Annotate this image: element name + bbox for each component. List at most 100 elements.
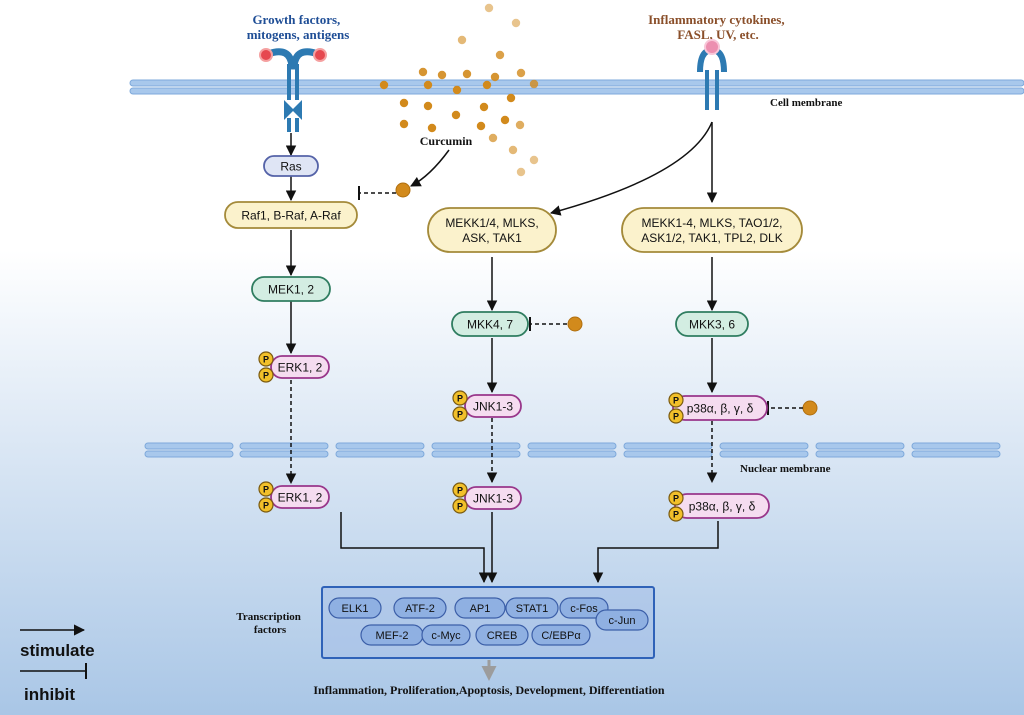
phosphate-icon: P <box>452 390 468 406</box>
curcumin-particle <box>437 70 447 80</box>
curcumin-particle-icon <box>379 3 818 416</box>
p38-nuc-node: p38α, β, γ, δ <box>674 493 770 519</box>
phosphate-label: P <box>263 501 269 511</box>
p38-nuc-node-shape <box>674 493 770 519</box>
phosphate-icon: P <box>258 481 274 497</box>
tf-pill: c-Myc <box>421 624 471 646</box>
jnk-cyto-node: JNK1-3 <box>464 394 522 418</box>
legend-stimulate-label: stimulate <box>20 641 95 660</box>
erk-nuc-node-label: ERK1, 2 <box>278 490 323 504</box>
tf-pill: c-Fos <box>559 597 609 619</box>
curcumin-particle <box>511 18 521 28</box>
mekk-p38-node: MEKK1-4, MLKS, TAO1/2,ASK1/2, TAK1, TPL2… <box>621 207 803 253</box>
phosphate-label: P <box>457 394 463 404</box>
growth-factors-line-2: mitogens, antigens <box>247 27 350 42</box>
phosphate-icon: P <box>452 498 468 514</box>
arrow <box>549 121 713 216</box>
jnk-nuc-node-shape <box>464 486 522 510</box>
p38-cyto-node: p38α, β, γ, δ <box>672 395 768 421</box>
phosphate-icon: P <box>668 392 684 408</box>
tf-pill-shape <box>559 597 609 619</box>
tf-pill-shape <box>454 597 506 619</box>
curcumin-particle <box>529 155 539 165</box>
phosphate-label: P <box>263 485 269 495</box>
nuclear-membrane-segment <box>431 442 521 450</box>
erk-nuc-node: ERK1, 2 <box>270 485 330 509</box>
nuclear-membrane-segment <box>815 442 905 450</box>
nuclear-membrane <box>144 442 1001 458</box>
jnk-nuc-node: JNK1-3 <box>464 486 522 510</box>
raf-node-shape <box>224 201 358 229</box>
mekk-jnk-node: MEKK1/4, MLKS,ASK, TAK1 <box>427 207 557 253</box>
tf-pill: c-Jun <box>595 609 649 631</box>
erk-cyto-node-label: ERK1, 2 <box>278 360 323 374</box>
erk-cyto-node: ERK1, 2 <box>270 355 330 379</box>
mekk-jnk-node-label: ASK, TAK1 <box>462 231 522 245</box>
phosphate-label: P <box>673 412 679 422</box>
growth-factors-label: Growth factors, mitogens, antigens <box>247 12 350 42</box>
nuclear-membrane-segment <box>335 442 425 450</box>
erk-cyto-node-shape <box>270 355 330 379</box>
mek12-node-shape <box>251 276 331 302</box>
tf-pill-shape <box>505 597 559 619</box>
p38-cyto-node-label: p38α, β, γ, δ <box>687 401 754 415</box>
jnk-nuc-node-label: JNK1-3 <box>473 491 513 505</box>
curcumin-particle <box>452 85 462 95</box>
phosphate-circle <box>668 506 684 522</box>
receptor-icon <box>259 48 327 132</box>
tf-pill: ELK1 <box>328 597 382 619</box>
erk-nuc-node-shape <box>270 485 330 509</box>
curcumin-particle <box>484 3 494 13</box>
phosphate-icon: P <box>668 506 684 522</box>
phosphate-label: P <box>673 396 679 406</box>
nuclear-membrane-segment <box>335 450 425 458</box>
tf-pill-label: ATF-2 <box>405 603 435 615</box>
mekk-p38-node-shape <box>621 207 803 253</box>
phosphate-circle <box>258 351 274 367</box>
p38-nuc-node-label: p38α, β, γ, δ <box>689 499 756 513</box>
curcumin-particle <box>451 110 461 120</box>
mkk47-node: MKK4, 7 <box>451 311 529 337</box>
phosphate-circle <box>258 367 274 383</box>
curcumin-molecule <box>395 182 411 198</box>
inflammatory-line-1: Inflammatory cytokines, <box>648 12 785 27</box>
growth-factors-line-1: Growth factors, <box>252 12 340 27</box>
tf-pill-shape <box>328 597 382 619</box>
tf-pill-shape <box>393 597 447 619</box>
phosphate-circle <box>668 392 684 408</box>
p38-cyto-node-shape <box>672 395 768 421</box>
phosphate-icon: P <box>258 497 274 513</box>
nuclear-membrane-segment <box>239 450 329 458</box>
curcumin-particle <box>508 145 518 155</box>
tf-pill-label: STAT1 <box>516 603 549 615</box>
phosphate-icon: P <box>668 490 684 506</box>
nuclear-membrane-segment <box>719 442 809 450</box>
curcumin-particle <box>462 69 472 79</box>
phosphate-icon: P <box>258 351 274 367</box>
curcumin-molecule <box>567 316 583 332</box>
legend-inhibit-label: inhibit <box>24 685 75 704</box>
pathway-arrows <box>285 121 803 681</box>
mkk36-node: MKK3, 6 <box>675 311 749 337</box>
phosphate-icon: P <box>668 408 684 424</box>
curcumin-particle <box>515 120 525 130</box>
phosphate-circle <box>668 490 684 506</box>
curcumin-particle <box>488 133 498 143</box>
tf-label-line-2: factors <box>254 624 287 636</box>
tf-pill-label: MEF-2 <box>376 630 409 642</box>
curcumin-particle <box>457 35 467 45</box>
phosphate-label: P <box>457 410 463 420</box>
curcumin-particle <box>516 68 526 78</box>
phosphate-label: P <box>263 355 269 365</box>
curcumin-particle <box>490 72 500 82</box>
curcumin-particle <box>476 121 486 131</box>
inflammatory-line-2: FASL, UV, etc. <box>677 27 759 42</box>
mek12-node-label: MEK1, 2 <box>268 282 314 296</box>
tf-pill-shape <box>475 624 529 646</box>
phosphate-circle <box>258 497 274 513</box>
inflammatory-label: Inflammatory cytokines, FASL, UV, etc. <box>648 12 788 42</box>
nuclear-membrane-segment <box>527 450 617 458</box>
mkk47-node-label: MKK4, 7 <box>467 317 513 331</box>
mekk-p38-node-label: MEKK1-4, MLKS, TAO1/2, <box>642 216 783 230</box>
